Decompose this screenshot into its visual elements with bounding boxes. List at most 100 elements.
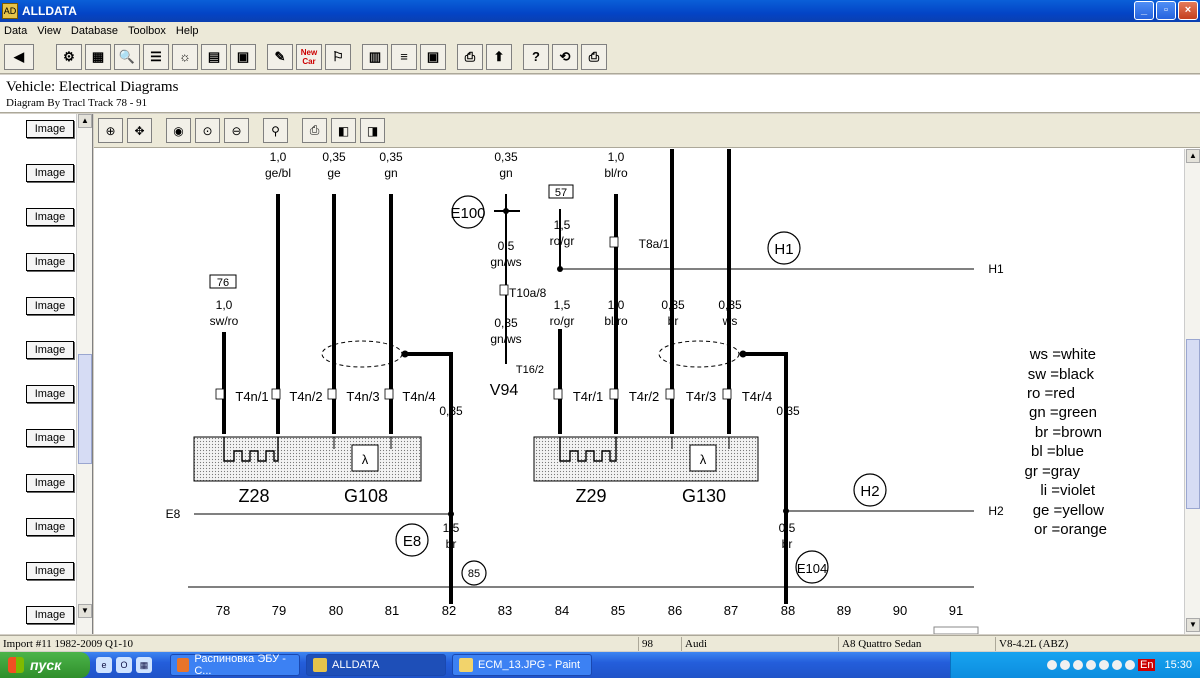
toolbar-button-5[interactable]: ☼ [172,43,198,70]
connector-t16-2: T16/2 [516,364,544,376]
question-icon: ? [532,49,540,64]
e104-label: E104 [797,561,827,576]
h1-circle [767,231,801,265]
car-icon: ⚐ [332,48,344,64]
zoom-fit-icon: ⊙ [202,123,213,138]
wire-81-size: 0,35 [379,150,403,164]
zoom-button[interactable]: ⚲ [263,118,288,143]
tray-icon[interactable] [1112,660,1122,670]
component-z28: Z28 [238,486,269,506]
toolbar-button-1[interactable]: ⚙ [56,43,82,70]
toolbar-button-8[interactable]: ✎ [267,43,293,70]
image-button[interactable]: Image [26,606,74,625]
image-button[interactable]: Image [26,252,74,271]
fax-button[interactable]: ⎙ [581,43,607,70]
tray-icon[interactable] [1125,660,1135,670]
windows-taskbar: пуск e O ▦ Распиновка ЭБУ - С... ALLDATA… [0,652,1200,678]
connector-t4n2: T4n/2 [289,389,322,404]
scroll-down-icon[interactable]: ▼ [78,604,92,618]
track-number: 84 [555,603,569,618]
prev-image-button[interactable]: ◧ [331,118,356,143]
toolbar-button-4[interactable]: ☰ [143,43,169,70]
printer-icon: ⎙ [309,123,320,137]
image-button[interactable]: Image [26,385,74,404]
browser-icon[interactable]: e [96,657,112,673]
menu-data[interactable]: Data [4,25,28,37]
toolbar-button-7[interactable]: ▣ [230,43,256,70]
wire-78-color: sw/ro [210,314,239,328]
toolbar-button-6[interactable]: ▤ [201,43,227,70]
legend-item: or =orange [1034,521,1107,538]
menu-toolbox[interactable]: Toolbox [128,25,166,37]
sidebar-scroll-thumb[interactable] [78,354,92,464]
diagram-scrollbar[interactable]: ▲ ▼ [1184,149,1200,634]
next-image-button[interactable]: ◨ [360,118,385,143]
refresh-button[interactable]: ⟲ [552,43,578,70]
diagram-scroll-thumb[interactable] [1186,339,1200,509]
tray-icon[interactable] [1060,660,1070,670]
tray-icon[interactable] [1047,660,1057,670]
wire-83-color: gn [499,166,512,180]
zoom-100-button[interactable]: ◉ [166,118,191,143]
image-button[interactable]: Image [26,473,74,492]
image-button[interactable]: Image [26,164,74,183]
diagram-canvas[interactable]: 1,0 ge/bl 0,35 ge 0,35 gn 0,35 gn 1,0 bl… [94,149,1182,634]
image-button[interactable]: Image [26,341,74,359]
close-button[interactable]: × [1178,1,1198,20]
image-button[interactable]: Image [26,120,74,138]
desktop-icon[interactable]: ▦ [136,657,152,673]
image-button[interactable]: Image [26,429,74,448]
h2-circle [853,473,887,507]
sun-icon: ☼ [179,49,191,64]
start-button[interactable]: пуск [0,652,90,678]
canvas-corner-box [933,626,979,634]
tray-icon[interactable] [1086,660,1096,670]
menu-view[interactable]: View [37,25,61,37]
task-alldata[interactable]: ALLDATA [306,654,446,676]
wire-group [222,149,788,604]
volume-icon[interactable] [1099,660,1109,670]
tray-icon[interactable] [1073,660,1083,670]
toolbar-button-9[interactable]: ▥ [362,43,388,70]
toolbar-button-2[interactable]: ▦ [85,43,111,70]
zoom-fit-button[interactable]: ⊙ [195,118,220,143]
image-button[interactable]: Image [26,296,74,315]
toolbar-button-10[interactable]: ≡ [391,43,417,70]
back-button[interactable]: ◀ [4,43,34,70]
task-paint[interactable]: ECM_13.JPG - Paint [452,654,592,676]
pan-button[interactable]: ✥ [127,118,152,143]
image-button[interactable]: Image [26,208,74,227]
track-numbers: 78 79 80 81 82 83 84 85 86 87 88 89 90 9… [216,603,963,618]
scroll-up-icon[interactable]: ▲ [78,114,92,128]
tray-language[interactable]: En [1138,659,1156,671]
text-icon: ≡ [400,49,408,64]
scroll-up-icon[interactable]: ▲ [1186,149,1200,163]
zoom-out-button[interactable]: ⊖ [224,118,249,143]
scroll-down-icon[interactable]: ▼ [1186,618,1200,632]
toolbar-button-11[interactable]: ▣ [420,43,446,70]
viewer-print-button[interactable]: ⎙ [302,118,327,143]
car-button[interactable]: ⚐ [325,43,351,70]
zoom-in-button[interactable]: ⊕ [98,118,123,143]
menu-help[interactable]: Help [175,25,199,37]
wire-88-size: 0,35 [776,404,800,418]
gear-icon: ⚙ [63,48,75,64]
image-button[interactable]: Image [26,562,74,580]
legend-item: ro =red [1027,385,1075,402]
fuse-57-label: 57 [555,187,567,199]
note-button[interactable]: ⬆ [486,43,512,70]
print-button[interactable]: ⎙ [457,43,483,70]
e8-circle [395,523,429,557]
task-firefox[interactable]: Распиновка ЭБУ - С... [170,653,300,677]
help-button[interactable]: ? [523,43,549,70]
track-number: 80 [329,603,343,618]
toolbar-button-3[interactable]: 🔍 [114,43,140,70]
menu-database[interactable]: Database [70,25,118,37]
maximize-button[interactable]: ▫ [1156,1,1176,20]
opera-icon[interactable]: O [116,657,132,673]
component-z29-g130 [533,436,759,482]
sidebar-scrollbar[interactable]: ▲ ▼ [76,114,92,634]
image-button[interactable]: Image [26,517,74,536]
minimize-button[interactable]: _ [1134,1,1154,20]
